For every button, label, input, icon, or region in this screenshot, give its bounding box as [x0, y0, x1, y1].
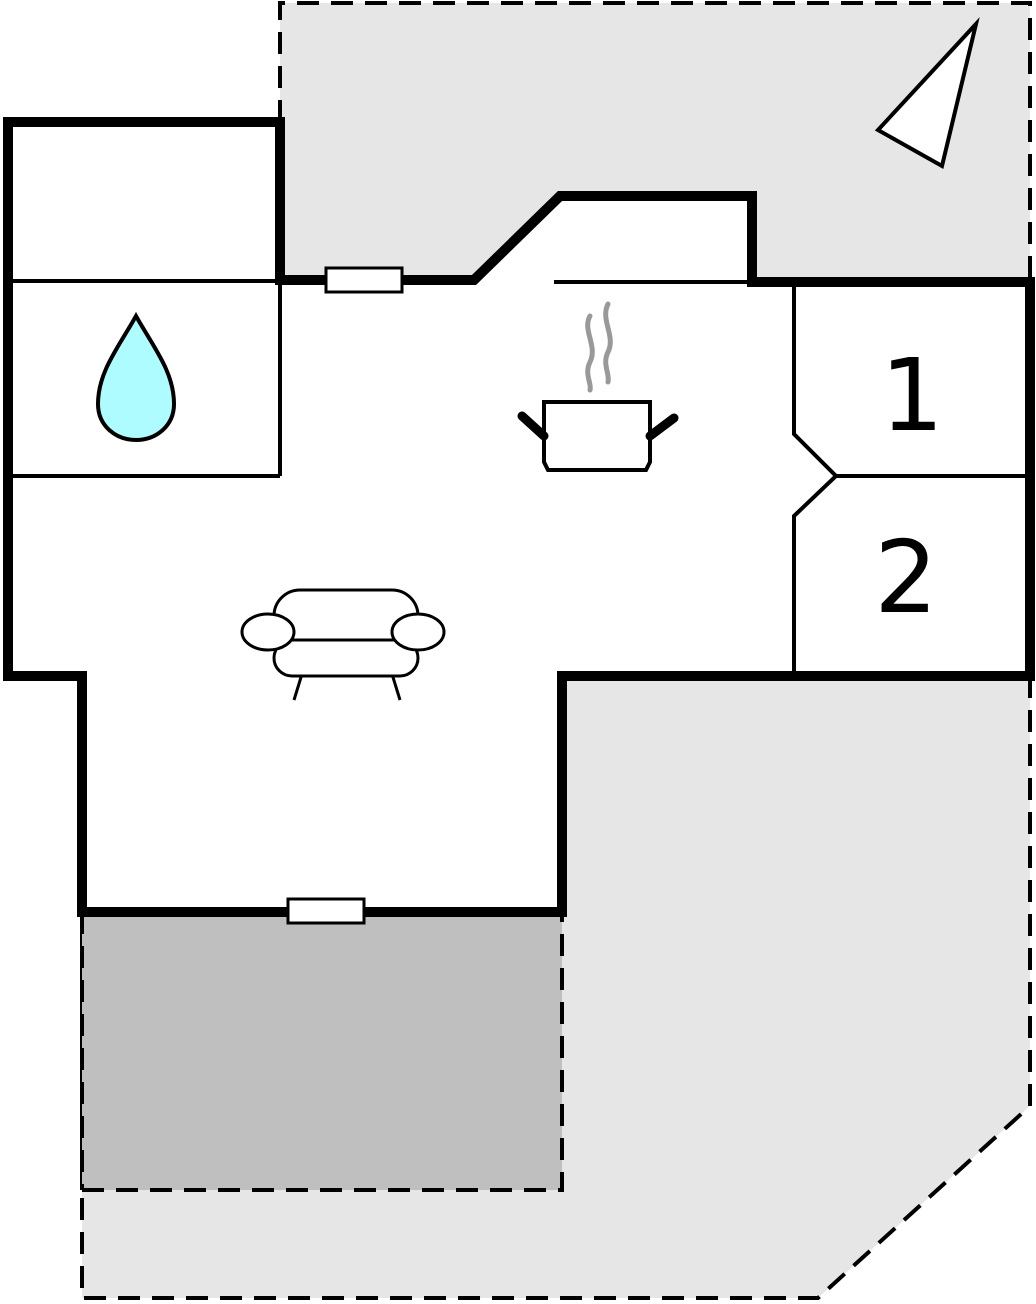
bathroom-water-drop-icon — [95, 311, 177, 443]
kitchen-pot-icon — [517, 301, 679, 472]
outdoor-area-top — [280, 3, 1030, 282]
room-1-label: 1 — [880, 337, 944, 454]
room-2-label: 2 — [874, 519, 938, 636]
plot-boundary-top — [278, 1, 1032, 282]
north-arrow-icon — [874, 17, 980, 170]
living-room-sofa-icon — [240, 588, 446, 701]
terrace — [82, 912, 562, 1190]
window-top — [324, 266, 404, 294]
window-bottom — [286, 897, 366, 925]
terrace-boundary — [82, 912, 564, 1192]
house-interior — [8, 122, 1030, 912]
